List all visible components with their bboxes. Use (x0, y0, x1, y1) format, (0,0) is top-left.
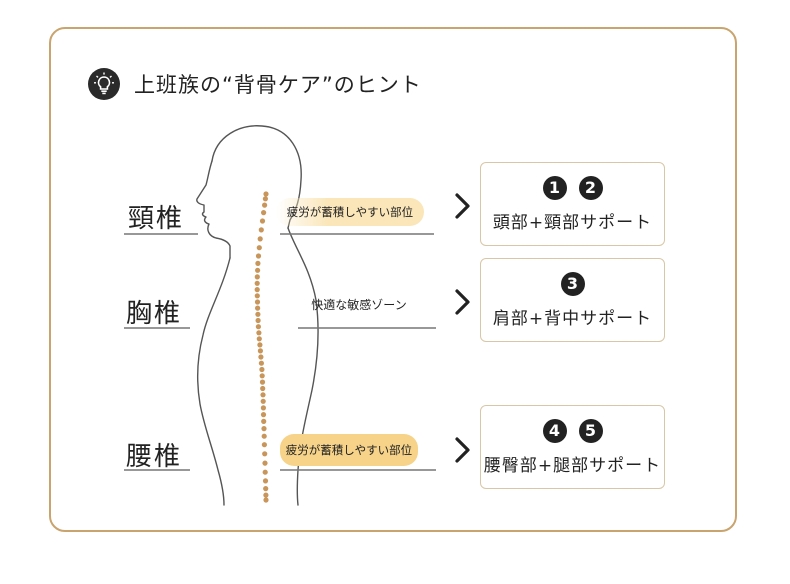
spine-dot (261, 418, 267, 424)
spine-dot (255, 317, 261, 324)
spine-dot (262, 460, 268, 466)
number-badge: 1 (542, 175, 567, 200)
number-badge: 5 (578, 418, 603, 443)
spine-dot (262, 202, 268, 208)
spine-dot (262, 451, 268, 457)
spine-dot (259, 379, 266, 385)
spine-dot (258, 354, 264, 360)
spine-dot (261, 210, 267, 216)
front-outline (196, 257, 231, 506)
note-cervical: 疲労が蓄積しやすい部位 (276, 198, 424, 226)
page-title: 上班族の“背骨ケア”のヒント (134, 73, 422, 97)
lightbulb-icon (88, 68, 120, 100)
support-label: 頭部+頸部サポート (492, 212, 653, 233)
spine-dot (259, 218, 266, 224)
spine-dot (260, 385, 266, 392)
spine-dot (255, 253, 262, 259)
spine-dot (256, 336, 262, 342)
support-box-thoracic: 3 肩部+背中サポート (480, 258, 665, 342)
spine-dot (254, 280, 260, 286)
spine-dot (260, 392, 266, 398)
label-cervical: 頸椎 (128, 204, 185, 234)
chevron-right-icon (455, 289, 470, 315)
face-outline (196, 160, 231, 259)
spine-dot (260, 405, 266, 411)
spine-dot (256, 330, 262, 336)
spine-dot (260, 398, 266, 404)
support-box-cervical: 1 2 頭部+頸部サポート (480, 162, 665, 246)
spine-dot (255, 311, 261, 317)
spine-dot (261, 426, 267, 432)
spine-dots (254, 191, 269, 503)
number-badges: 3 (560, 271, 585, 296)
back-outline (287, 227, 319, 506)
spine-dot (263, 191, 269, 197)
number-badges: 1 2 (542, 175, 603, 200)
spine-dot (263, 497, 269, 503)
spine-dot (257, 236, 263, 242)
spine-dot (262, 196, 268, 202)
spine-dot (254, 293, 260, 299)
spine-dot (255, 260, 261, 266)
spine-dot (258, 227, 264, 233)
spine-dot (255, 324, 261, 330)
number-badge: 4 (542, 418, 567, 443)
number-badge: 2 (578, 175, 603, 200)
spine-dot (257, 342, 263, 348)
chevron-right-icon (455, 437, 470, 463)
support-box-lumbar: 4 5 腰臀部+腿部サポート (480, 405, 665, 489)
spine-dot (255, 305, 261, 311)
spine-dot (260, 412, 267, 418)
spine-dot (258, 360, 264, 366)
support-label: 腰臀部+腿部サポート (483, 455, 662, 476)
spine-dot (257, 348, 263, 354)
header: 上班族の“背骨ケア”のヒント (88, 66, 422, 102)
support-label: 肩部+背中サポート (492, 308, 653, 329)
chevron-right-icon (455, 193, 470, 219)
spine-dot (254, 274, 260, 280)
label-lumbar: 腰椎 (126, 442, 183, 472)
spine-dot (263, 486, 269, 492)
label-thoracic: 胸椎 (126, 299, 183, 329)
number-badge: 3 (560, 271, 585, 296)
spine-dot (259, 373, 265, 379)
spine-dot (261, 442, 267, 448)
note-thoracic: 快適な敏感ゾーン (311, 297, 407, 312)
spine-dot (259, 366, 265, 373)
spine-dot (261, 433, 267, 439)
spine-dot (254, 299, 261, 305)
spine-dot (262, 469, 268, 475)
number-badges: 4 5 (542, 418, 603, 443)
spine-dot (256, 245, 262, 251)
spine-dot (254, 287, 260, 293)
note-lumbar: 疲労が蓄積しやすい部位 (280, 434, 418, 466)
spine-dot (262, 478, 269, 484)
spine-dot (255, 267, 261, 273)
spine-dot (263, 492, 269, 498)
